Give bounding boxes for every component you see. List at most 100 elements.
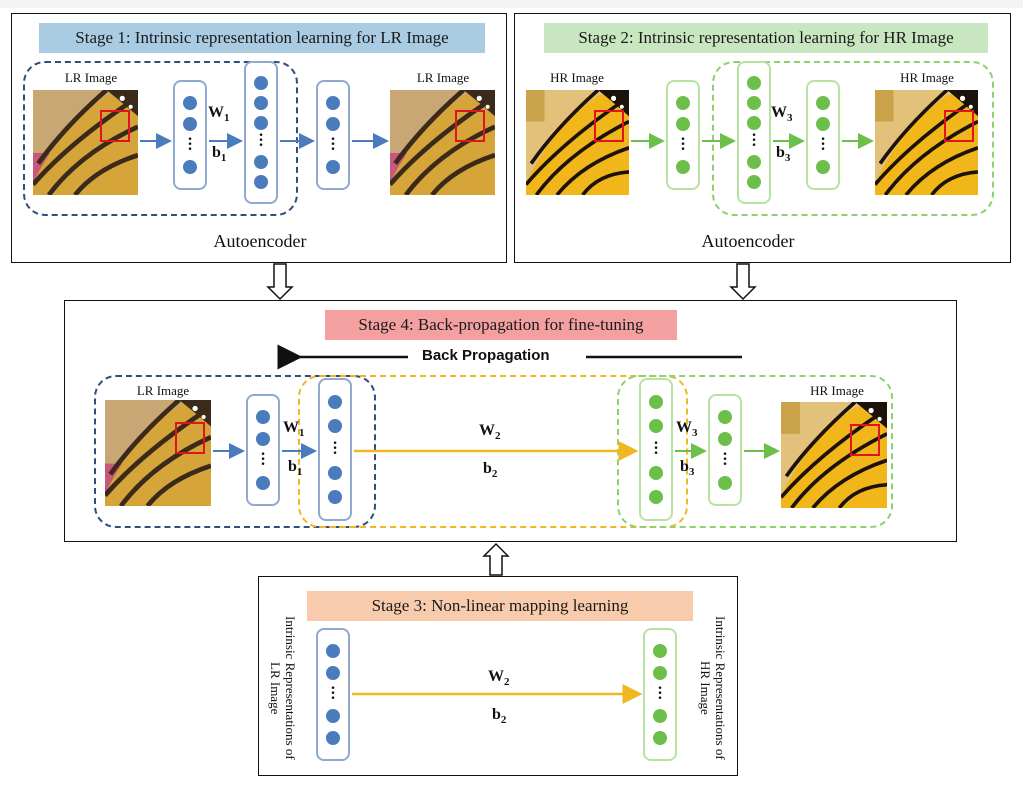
neuron-dot: [718, 432, 732, 446]
ellipsis-vertical-icon: ···: [820, 130, 826, 158]
stage4-input-label: LR Image: [136, 383, 190, 398]
neuron-dot: [326, 643, 340, 658]
stage4-patch-box-in: [175, 422, 205, 454]
neuron-dot: [183, 95, 197, 110]
ellipsis-vertical-icon: ···: [722, 446, 728, 473]
stage4-lr-input-layer: ···: [246, 394, 280, 506]
neuron-dot: [256, 432, 270, 446]
stage4-patch-box-out: [850, 424, 880, 456]
neuron-dot: [256, 410, 270, 424]
neuron-dot: [326, 731, 340, 746]
neuron-dot: [747, 175, 761, 190]
stage4-b1-label: b1: [288, 458, 303, 479]
neuron-dot: [653, 643, 667, 658]
neuron-dot: [816, 160, 830, 175]
neuron-dot: [254, 175, 268, 190]
stage3-lr-layer: ···: [316, 628, 350, 761]
stage3-bias-label: b2: [492, 706, 507, 727]
stage4-w2-label: W2: [479, 422, 501, 443]
stage2-hr-image-in: [526, 90, 629, 195]
neuron-dot: [183, 117, 197, 132]
neuron-dot: [183, 160, 197, 175]
neuron-dot: [653, 731, 667, 746]
ellipsis-vertical-icon: ···: [332, 434, 338, 462]
stage1-hidden-layer: ···: [244, 61, 278, 204]
stage1-weight-label: W1: [208, 104, 230, 125]
stage4-hr-output-layer: ···: [708, 394, 742, 506]
neuron-dot: [254, 95, 268, 110]
neuron-dot: [816, 95, 830, 110]
stage1-bias-label: b1: [212, 144, 227, 165]
stage4-lr-hidden-layer: ···: [318, 378, 352, 521]
ellipsis-vertical-icon: ···: [187, 130, 193, 158]
neuron-dot: [747, 155, 761, 170]
stage3-weight-label: W2: [488, 668, 510, 689]
stage4-hr-hidden-layer: ···: [639, 378, 673, 521]
neuron-dot: [649, 418, 663, 433]
stage1-to-stage4-arrow: [266, 263, 294, 301]
neuron-dot: [649, 466, 663, 481]
neuron-dot: [718, 410, 732, 424]
ellipsis-vertical-icon: ···: [657, 679, 663, 707]
neuron-dot: [254, 155, 268, 170]
stage2-bias-label: b3: [776, 144, 791, 165]
stage2-to-stage4-arrow: [729, 263, 757, 301]
ellipsis-vertical-icon: ···: [680, 130, 686, 158]
neuron-dot: [747, 115, 761, 130]
neuron-dot: [326, 160, 340, 175]
neuron-dot: [254, 115, 268, 130]
stage3-to-stage4-arrow: [482, 542, 510, 576]
neuron-dot: [747, 95, 761, 110]
stage4-hr-image: [781, 402, 887, 508]
neuron-dot: [326, 665, 340, 680]
neuron-dot: [653, 665, 667, 680]
stage1-lr-image-in: [33, 90, 138, 195]
neuron-dot: [328, 490, 342, 505]
neuron-dot: [254, 75, 268, 90]
back-propagation-label: Back Propagation: [422, 347, 550, 364]
stage1-output-layer: ···: [316, 80, 350, 190]
neuron-dot: [328, 418, 342, 433]
stage1-input-layer: ···: [173, 80, 207, 190]
stage4-w3-label: W3: [676, 419, 698, 440]
stage1-lr-image-out: [390, 90, 495, 195]
neuron-dot: [328, 394, 342, 409]
stage1-input-label: LR Image: [64, 70, 118, 85]
ellipsis-vertical-icon: ···: [653, 434, 659, 462]
neuron-dot: [256, 476, 270, 490]
stage1-patch-box-out: [455, 110, 485, 142]
neuron-dot: [326, 117, 340, 132]
stage3-right-label: Intrinsic Representations of HR Image: [698, 616, 728, 760]
neuron-dot: [653, 709, 667, 724]
stage3-title: Stage 3: Non-linear mapping learning: [307, 591, 693, 621]
stage4-title: Stage 4: Back-propagation for fine-tunin…: [325, 310, 677, 340]
stage2-patch-box-in: [594, 110, 624, 142]
stage4-b3-label: b3: [680, 458, 695, 479]
stage2-caption: Autoencoder: [701, 231, 795, 251]
stage4-b2-label: b2: [483, 460, 498, 481]
neuron-dot: [326, 95, 340, 110]
ellipsis-vertical-icon: ···: [260, 446, 266, 473]
stage2-input-label: HR Image: [550, 70, 604, 85]
stage2-output-layer: ···: [806, 80, 840, 190]
stage1-output-label: LR Image: [416, 70, 470, 85]
neuron-dot: [816, 117, 830, 132]
stage1-encoder-group: [23, 61, 298, 216]
neuron-dot: [676, 160, 690, 175]
stage3-left-label: Intrinsic Representations of LR Image: [268, 616, 298, 760]
neuron-dot: [649, 490, 663, 505]
neuron-dot: [747, 75, 761, 90]
neuron-dot: [649, 394, 663, 409]
neuron-dot: [718, 476, 732, 490]
neuron-dot: [676, 117, 690, 132]
neuron-dot: [326, 709, 340, 724]
neuron-dot: [328, 466, 342, 481]
ellipsis-vertical-icon: ···: [330, 130, 336, 158]
stage3-hr-layer: ···: [643, 628, 677, 761]
neuron-dot: [676, 95, 690, 110]
stage4-output-label: HR Image: [810, 383, 864, 398]
ellipsis-vertical-icon: ···: [751, 127, 757, 155]
stage4-w1-label: W1: [283, 419, 305, 440]
stage2-hidden-layer: ···: [737, 61, 771, 204]
